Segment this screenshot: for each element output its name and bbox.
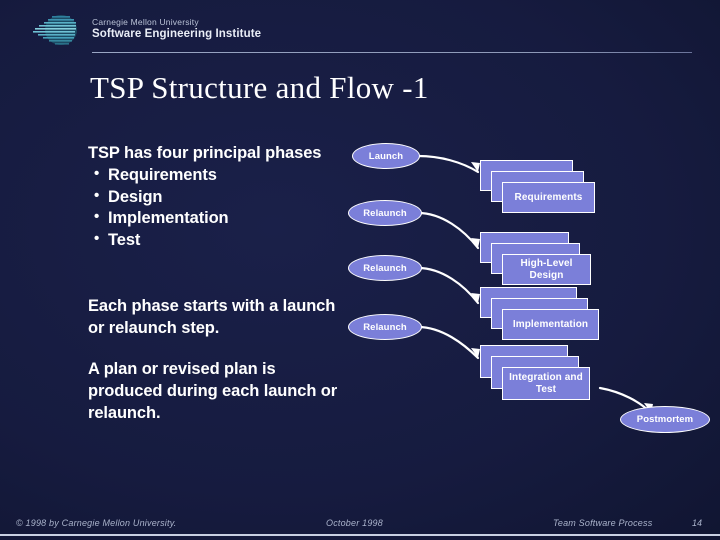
sei-wordmark: Carnegie Mellon University Software Engi… — [92, 17, 262, 40]
footer-course: Team Software Process — [553, 518, 653, 528]
org-line-institute: Software Engineering Institute — [92, 27, 262, 40]
stack-integration-and-test-front: Integration and Test — [502, 367, 590, 400]
stack-implementation: Implementation — [480, 287, 605, 349]
stack-requirements-middle — [491, 171, 584, 202]
footer-date: October 1998 — [326, 518, 383, 528]
stack-high-level-design-back — [480, 232, 569, 263]
oval-relaunch-2: Relaunch — [348, 255, 422, 281]
footer-divider — [0, 534, 720, 536]
launch-paragraph: Each phase starts with a launch or relau… — [88, 297, 336, 337]
footer-page-number: 14 — [692, 518, 703, 528]
footer-copyright: © 1998 by Carnegie Mellon University. — [16, 518, 177, 528]
stack-high-level-design-label: High-Level Design — [520, 258, 573, 281]
stack-requirements-label: Requirements — [514, 191, 583, 203]
stack-high-level-design-middle — [491, 243, 580, 274]
stack-implementation-middle — [491, 298, 588, 329]
oval-relaunch-3: Relaunch — [348, 314, 422, 340]
page-title: TSP Structure and Flow -1 — [90, 70, 429, 105]
stack-integration-and-test: Integration and Test — [480, 345, 602, 409]
bullet-implementation: Implementation — [88, 207, 328, 230]
stack-requirements-front: Requirements — [502, 182, 595, 213]
plan-paragraph: A plan or revised plan is produced durin… — [88, 360, 338, 422]
oval-relaunch-1: Relaunch — [348, 200, 422, 226]
oval-relaunch-3-label: Relaunch — [363, 321, 407, 333]
bullet-test: Test — [88, 229, 328, 252]
bullet-requirements: Requirements — [88, 164, 328, 187]
phases-intro: TSP has four principal phases — [88, 144, 322, 162]
stack-implementation-back — [480, 287, 577, 318]
phases-bullet-list: Requirements Design Implementation Test — [88, 164, 328, 252]
stack-implementation-label: Implementation — [512, 318, 589, 330]
slide-header: Carnegie Mellon University Software Engi… — [0, 0, 720, 62]
phases-text-block: TSP has four principal phases Requiremen… — [88, 143, 328, 252]
stack-integration-and-test-back — [480, 345, 568, 378]
stack-high-level-design: High-Level Design — [480, 232, 600, 294]
oval-relaunch-2-label: Relaunch — [363, 262, 407, 274]
oval-launch-label: Launch — [368, 150, 404, 162]
stack-integration-and-test-label: Integration and Test — [509, 372, 583, 395]
stack-high-level-design-front: High-Level Design — [502, 254, 591, 285]
oval-postmortem-label: Postmortem — [636, 414, 694, 425]
oval-postmortem: Postmortem — [620, 406, 710, 433]
bullet-design: Design — [88, 186, 328, 209]
sei-striped-sphere-logo-icon — [30, 13, 86, 47]
oval-relaunch-1-label: Relaunch — [363, 207, 407, 219]
stack-requirements: Requirements — [480, 160, 600, 222]
header-divider — [92, 52, 692, 53]
stack-implementation-front: Implementation — [502, 309, 599, 340]
oval-launch: Launch — [352, 143, 420, 169]
stack-requirements-back — [480, 160, 573, 191]
stack-integration-and-test-middle — [491, 356, 579, 389]
org-line-university: Carnegie Mellon University — [92, 17, 199, 27]
